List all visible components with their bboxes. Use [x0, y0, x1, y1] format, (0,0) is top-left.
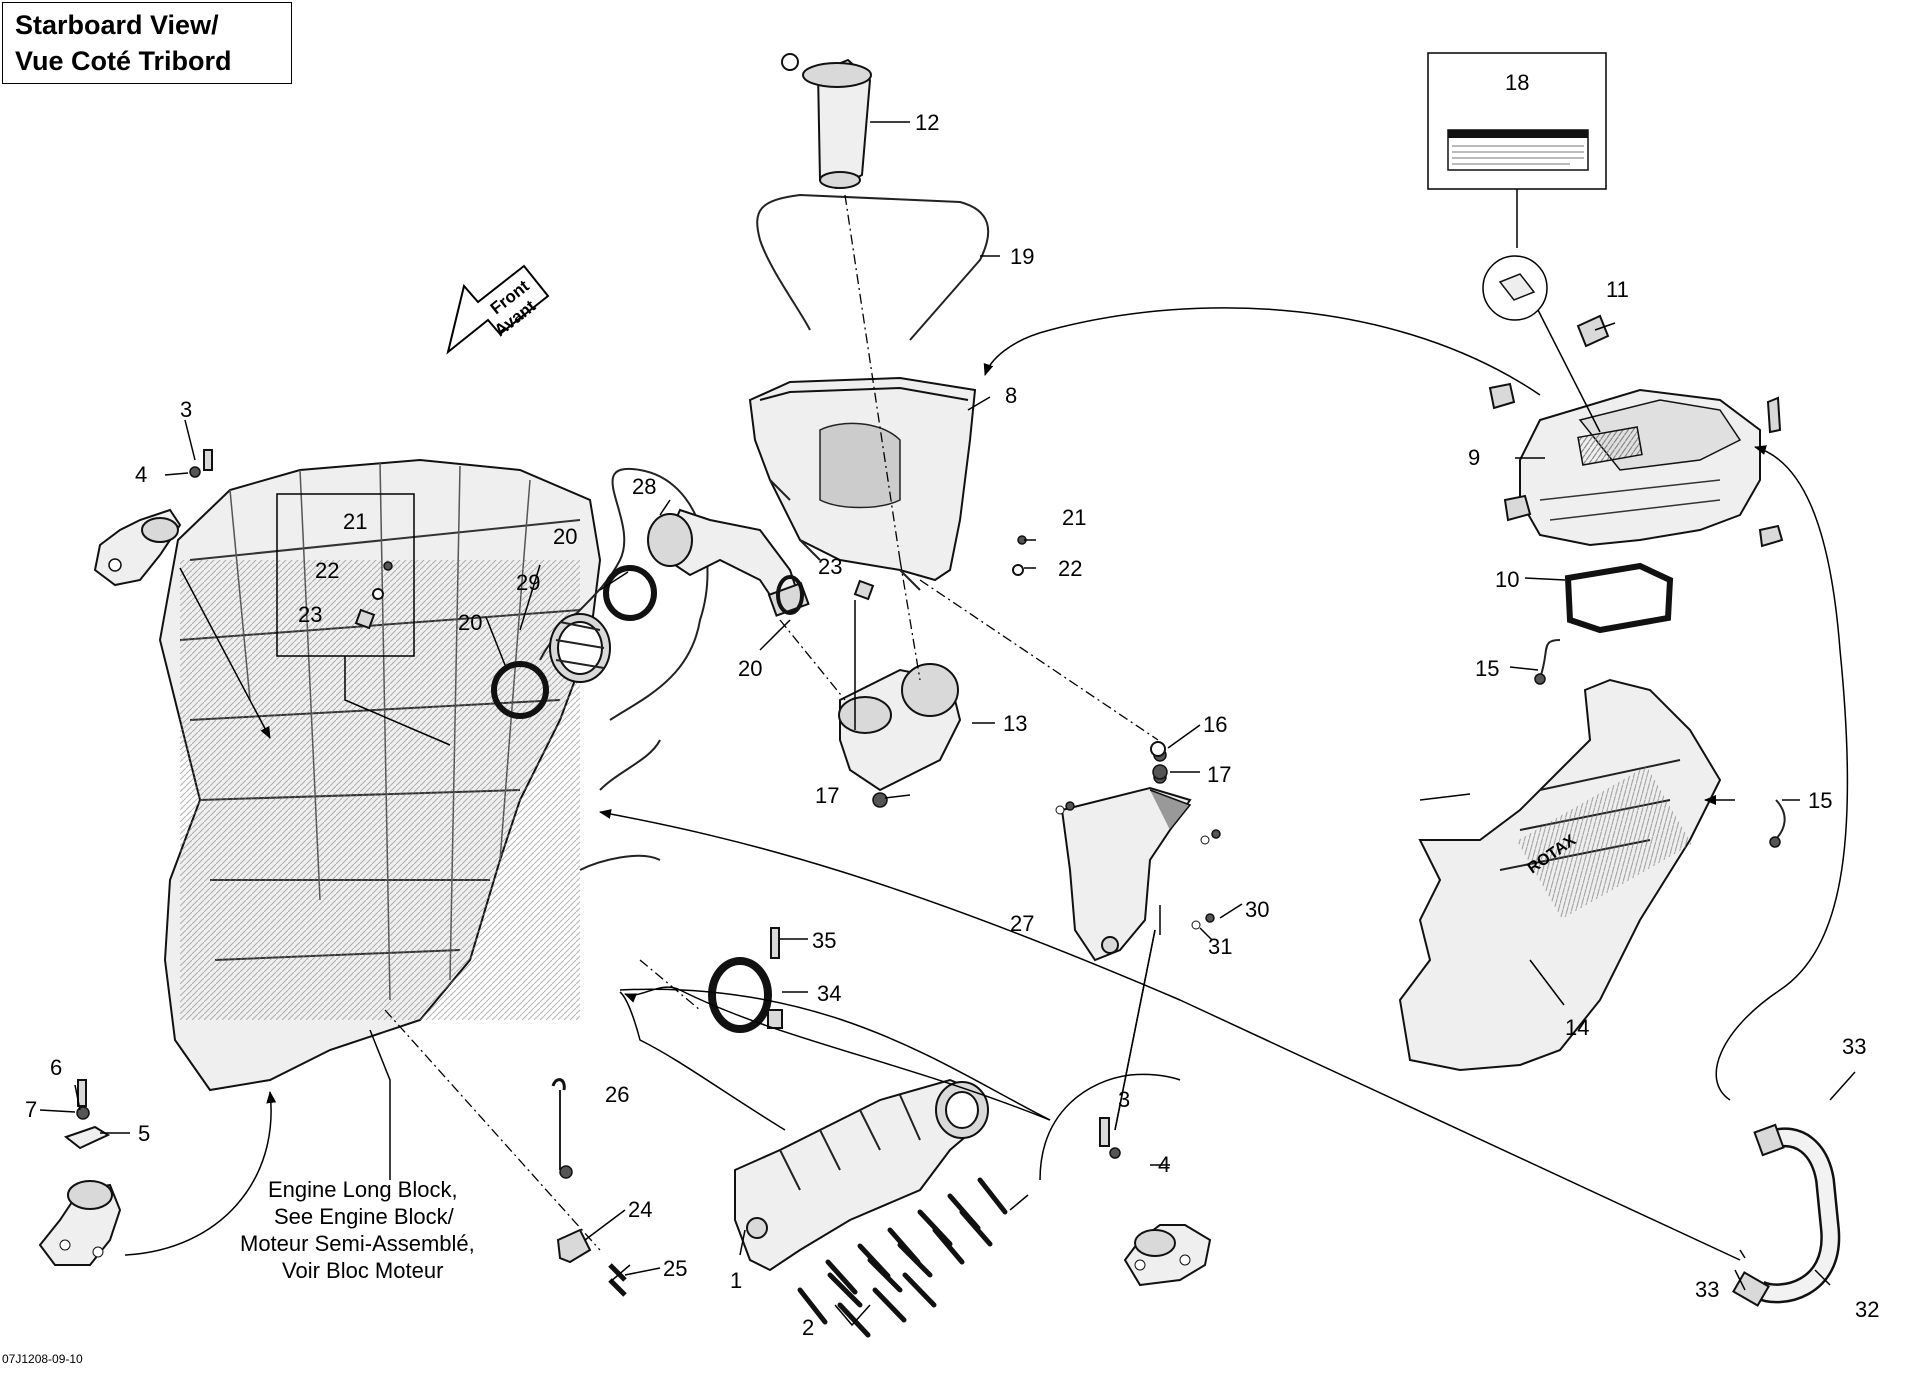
callout-5: 5 — [138, 1121, 150, 1146]
engine-note-line2: See Engine Block/ — [274, 1204, 455, 1229]
callout-3b: 3 — [1118, 1087, 1130, 1112]
callout-6: 6 — [50, 1055, 62, 1080]
callout-12: 12 — [915, 110, 939, 135]
engine-note-leader — [369, 1029, 391, 1180]
callout-22a: 22 — [315, 558, 339, 583]
air-box — [748, 376, 977, 591]
callout-23a: 23 — [298, 602, 322, 627]
callout-8: 8 — [1005, 383, 1017, 408]
callout-7: 7 — [25, 1097, 37, 1122]
clips — [1488, 314, 1784, 548]
callout-25: 25 — [663, 1256, 687, 1281]
callout-31: 31 — [1208, 934, 1232, 959]
document-id: 07J1208-09-10 — [2, 1352, 83, 1366]
front-direction-arrow: Front Avant — [446, 264, 550, 355]
callout-29: 29 — [516, 570, 540, 595]
callout-20a: 20 — [553, 524, 577, 549]
callout-11: 11 — [1606, 277, 1629, 302]
callout-4b: 4 — [1158, 1152, 1170, 1177]
callout-28: 28 — [632, 474, 656, 499]
callout-24: 24 — [628, 1197, 652, 1222]
pin-35 — [770, 927, 780, 959]
callout-4a: 4 — [135, 462, 147, 487]
callout-21a: 21 — [343, 509, 367, 534]
callout-14: 14 — [1565, 1015, 1589, 1040]
callout-18: 18 — [1505, 70, 1529, 95]
engine-note-line3: Moteur Semi-Assemblé, — [240, 1231, 475, 1256]
callout-26: 26 — [605, 1082, 629, 1107]
callout-1: 1 — [730, 1268, 742, 1293]
callout-13: 13 — [1003, 711, 1027, 736]
callout-17a: 17 — [815, 783, 839, 808]
callout-2: 2 — [802, 1315, 814, 1340]
callout-19: 19 — [1010, 244, 1034, 269]
callout-10: 10 — [1495, 567, 1519, 592]
callout-16: 16 — [1203, 712, 1227, 737]
support-bracket — [1060, 786, 1192, 962]
callout-15b: 15 — [1808, 788, 1832, 813]
callout-33a: 33 — [1842, 1034, 1866, 1059]
retaining-wire — [756, 193, 990, 341]
view-title-box: Starboard View/ Vue Coté Tribord — [2, 2, 292, 84]
engine-note-line4: Voir Bloc Moteur — [282, 1258, 443, 1283]
gasket — [1564, 562, 1674, 634]
callout-17b: 17 — [1207, 762, 1231, 787]
engine-long-block — [158, 458, 709, 1092]
callout-33b: 33 — [1695, 1277, 1719, 1302]
engine-mount-bottom-right — [1099, 1117, 1212, 1287]
inlet-tube — [781, 53, 872, 190]
callout-20b: 20 — [458, 610, 482, 635]
view-title-line2: Vue Coté Tribord — [15, 46, 232, 76]
intake-manifold — [734, 1078, 989, 1272]
rubber-coupler — [549, 613, 611, 683]
callout-30: 30 — [1245, 897, 1269, 922]
engine-mount-bottom-left — [38, 1079, 122, 1266]
engine-note-line1: Engine Long Block, — [268, 1177, 458, 1202]
callout-34: 34 — [817, 981, 841, 1006]
callout-23b: 23 — [818, 554, 842, 579]
clamps — [491, 565, 804, 719]
callout-15a: 15 — [1475, 656, 1499, 681]
engine-mount-top-left — [93, 449, 213, 587]
air-silencer: ROTAX — [1398, 678, 1722, 1072]
callout-3a: 3 — [180, 397, 192, 422]
callout-9: 9 — [1468, 445, 1480, 470]
callout-22b: 22 — [1058, 556, 1082, 581]
air-box-cover — [1519, 388, 1761, 547]
callout-27: 27 — [1010, 911, 1034, 936]
callout-32: 32 — [1855, 1297, 1879, 1322]
callout-labels: 1 2 3 3 4 4 5 6 7 8 9 10 11 12 13 14 15 … — [25, 70, 1879, 1340]
callout-21b: 21 — [1062, 505, 1086, 530]
intake-boot — [838, 663, 962, 808]
manifold-bolts — [797, 1177, 1008, 1338]
callout-35: 35 — [812, 928, 836, 953]
callout-20c: 20 — [738, 656, 762, 681]
clamp-34 — [708, 957, 772, 1033]
view-title-line1: Starboard View/ — [15, 10, 219, 40]
intake-elbow — [647, 508, 810, 617]
